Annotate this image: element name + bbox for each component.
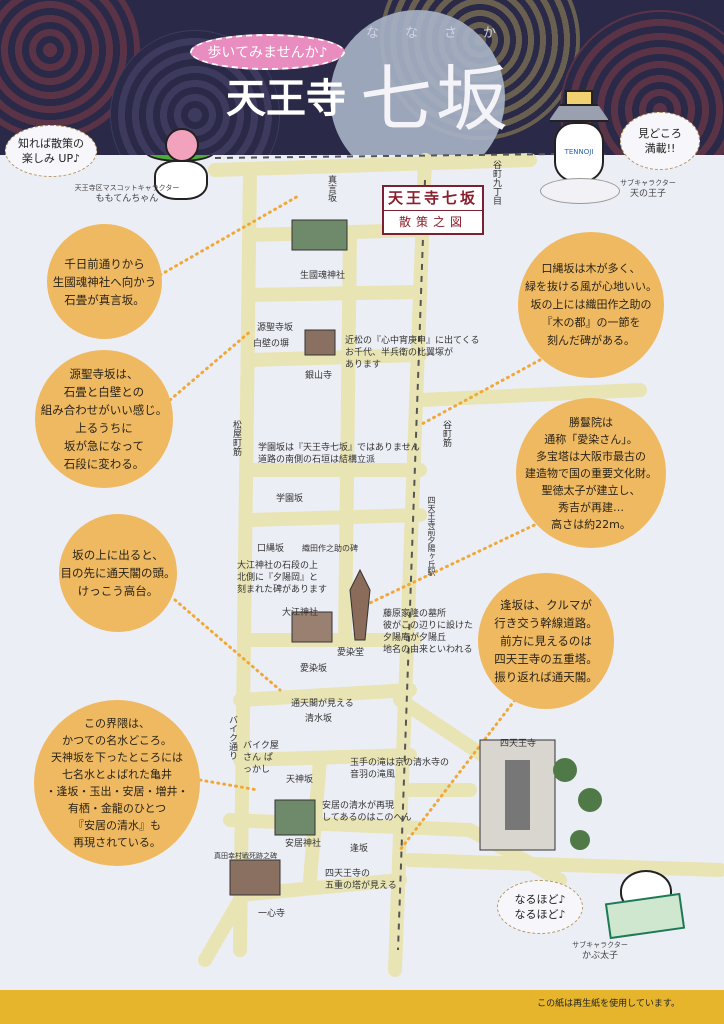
cloud-icon — [540, 178, 620, 204]
title-prefix: 天王寺 — [226, 75, 346, 122]
place-label: 織田作之助の碑 — [302, 544, 358, 553]
flower-icon — [165, 128, 199, 162]
title-ruby: ななさか — [366, 26, 523, 41]
kabutaishi-mascot — [604, 858, 686, 940]
map-note: 玉手の滝は京の清水寺の 音羽の滝風 — [350, 758, 450, 780]
tennoji-badge: TENNOJI — [554, 122, 604, 182]
place-label: 銀山寺 — [305, 371, 333, 381]
map-note: 学園坂は『天王寺七坂』ではありません 道路の南側の石垣は結構立派 — [258, 443, 420, 465]
tree-icon — [553, 758, 577, 782]
kabutaishi-speech-bubble: なるほど♪ なるほど♪ — [497, 880, 583, 934]
page-title: 七坂 — [360, 57, 513, 141]
place-label: 大江神社 — [282, 608, 319, 618]
subway-line — [397, 179, 426, 951]
character-name: ももてんちゃん — [95, 194, 159, 204]
road-sennichimae — [208, 153, 537, 177]
slope-label: 愛染坂 — [300, 664, 328, 674]
map-title-sign: 天王寺七坂 散策之図 — [382, 185, 484, 235]
tennoouji-caption: サブキャラクター天の王子 — [618, 178, 678, 200]
map-note: 大江神社の石段の上 北側に『夕陽岡』と 刻まれた碑があります — [237, 561, 328, 595]
info-circle-aizenzaka: 勝鬘院は 通称「愛染さん」。 多宝塔は大阪市最古の 建造物で国の重要文化財。 聖… — [516, 398, 666, 548]
slope-label: 逢坂 — [350, 844, 369, 854]
momoten-caption: 天王寺区マスコットキャラクターももてんちゃん — [62, 183, 192, 205]
info-circle-kiyomizuzaka: 坂の上に出ると、 目の先に通天閣の頭。 けっこう高台。 — [59, 514, 177, 632]
map-note: 近松の『心中宵庚申』に出てくる お千代、半兵衛の比翼塚が あります — [345, 336, 480, 370]
place-label: 白壁の塀 — [253, 339, 290, 349]
street-map — [158, 153, 724, 977]
slope-label: 源聖寺坂 — [257, 323, 294, 333]
moon-shape — [330, 10, 505, 155]
map-subtitle: 散策之図 — [398, 215, 467, 229]
info-circle-tenjinzaka: この界隈は、 かつての名水どころ。 天神坂を下ったところには 七名水とよばれた亀… — [34, 700, 200, 866]
place-label: 生國魂神社 — [300, 271, 346, 281]
info-circle-genshojizaka: 源聖寺坂は、 石畳と白壁との 組み合わせがいい感じ。 上るうちに 坂が急になって… — [35, 350, 173, 488]
road-label: バイク通り — [227, 715, 237, 760]
five-story-pagoda-icon — [505, 760, 530, 830]
crown-icon — [565, 90, 593, 106]
momoten-mascot — [140, 128, 220, 208]
slope-label: 清水坂 — [305, 714, 333, 724]
tree-icon — [570, 830, 590, 850]
slope-label: 真言坂 — [326, 175, 336, 202]
character-role: 天王寺区マスコットキャラクター — [74, 184, 180, 192]
map-note: 四天王寺の 五重の塔が見える — [325, 869, 397, 891]
character-role: サブキャラクター — [620, 179, 676, 187]
map-note: 通天閣が見える — [291, 699, 354, 709]
character-role: サブキャラクター — [572, 941, 628, 949]
place-label: バイク屋さん ぱっかし — [243, 741, 279, 775]
pagoda-roof — [548, 104, 610, 122]
leader-lines — [158, 193, 547, 852]
recycled-paper-note: この紙は再生紙を使用しています。 — [537, 999, 680, 1009]
place-label: 安居神社 — [285, 839, 322, 849]
ginzanji-icon — [304, 329, 336, 356]
isshinji-icon — [229, 859, 281, 896]
character-name: 天の王子 — [629, 189, 666, 199]
mascot-face — [154, 160, 208, 200]
character-name: かぶ太子 — [581, 951, 618, 961]
pagoda-icon — [349, 568, 371, 641]
tennoouji-speech-bubble: 見どころ 満載!! — [620, 112, 700, 170]
info-circle-shingonzaka: 千日前通りから 生國魂神社へ向かう 石畳が真言坂。 — [47, 224, 162, 339]
road-label: 谷町筋 — [441, 420, 451, 447]
info-circle-kuchinawazaka: 口縄坂は木が多く、 緑を抜ける風が心地いい。 坂の上には織田作之助の 『木の都』… — [518, 232, 664, 378]
kabutaishi-caption: サブキャラクターかぶ太子 — [565, 940, 635, 962]
slope-label: 口縄坂 — [257, 544, 285, 554]
footer-bar: この紙は再生紙を使用しています。 — [0, 990, 724, 1024]
tennoouji-mascot: TENNOJI — [540, 90, 620, 205]
map-note: 藤原家隆の墓所 彼がこの辺りに設けた 夕陽庵が夕陽丘 地名の由来といわれる — [383, 609, 474, 655]
road-label: 松屋町筋 — [231, 420, 241, 456]
temple-illustrations — [229, 219, 602, 896]
green-robe — [604, 892, 686, 940]
ikutama-shrine-icon — [291, 219, 348, 251]
map-note: 安居の清水が再現 してあるのはこのへん — [322, 801, 412, 823]
oe-shrine-icon — [291, 611, 333, 643]
yasui-shrine-icon — [274, 799, 316, 836]
info-circle-ousaka: 逢坂は、クルマが 行き交う幹線道路。 前方に見えるのは 四天王寺の五重塔。 振り… — [478, 573, 614, 709]
slope-label: 天神坂 — [286, 775, 314, 785]
map-title: 天王寺七坂 — [384, 187, 482, 211]
slope-label: 学園坂 — [276, 494, 304, 504]
station-label: 四天王寺前夕陽ヶ丘駅 — [427, 496, 436, 576]
place-label: 真田幸村戦死跡之碑 — [214, 852, 277, 860]
subway-line — [214, 153, 561, 159]
tree-icon — [578, 788, 602, 812]
tagline-bubble: 歩いてみませんか♪ — [190, 34, 345, 70]
momoten-speech-bubble: 知れば散策の 楽しみ UP♪ — [5, 125, 97, 177]
place-label: 愛染堂 — [337, 648, 365, 658]
place-label: 四天王寺 — [500, 739, 537, 749]
road-label: 谷町九丁目 — [491, 160, 501, 205]
place-label: 一心寺 — [258, 909, 286, 919]
